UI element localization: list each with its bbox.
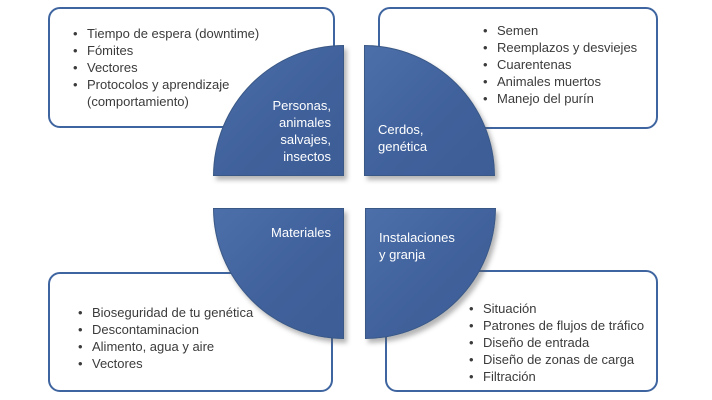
list-item: • Tiempo de espera (downtime) — [73, 25, 298, 42]
bullet-icon: • — [73, 60, 78, 75]
bullet-icon: • — [469, 301, 474, 316]
list-item: • Vectores — [73, 59, 298, 76]
quadrant-label-materiales: Materiales — [271, 225, 331, 240]
list-item-text: Vectores — [87, 60, 138, 75]
bullet-icon: • — [469, 369, 474, 384]
quadrant-label-cerdos-genetica: Cerdos, genética — [378, 122, 428, 154]
quadrant-label-personas: Personas, animales salvajes, insectos — [272, 98, 331, 164]
bullet-icon: • — [483, 57, 488, 72]
quadrant-label-instalaciones: Instalaciones y granja — [379, 230, 455, 262]
list-item-text: Protocolos y aprendizaje (comportamiento… — [87, 77, 230, 109]
list-item: • Filtración — [469, 368, 655, 385]
bullet-icon: • — [78, 322, 83, 337]
pie-quadrant-personas: Personas, animales salvajes, insectos — [213, 45, 344, 176]
list-item: • Fómites — [73, 42, 298, 59]
bullet-icon: • — [78, 339, 83, 354]
bullet-list-bottom-right: • Situación • Patrones de flujos de tráfico… — [469, 300, 655, 385]
list-item: • Cuarentenas — [483, 56, 651, 73]
list-item: • Diseño de entrada — [469, 334, 655, 351]
list-item-text: Alimento, agua y aire — [92, 339, 215, 354]
bullet-list-top-right: • Semen • Reemplazos y desviejes • Cuarentena… — [483, 22, 651, 107]
list-item: • Animales muertos — [483, 73, 651, 90]
list-item: • Descontaminacion — [78, 321, 326, 338]
list-item-text: Animales muertos — [497, 74, 602, 89]
list-item-text: Manejo del purín — [497, 91, 594, 106]
list-item-text: Cuarentenas — [497, 57, 572, 72]
list-item-text: Descontaminacion — [92, 322, 199, 337]
list-item-text: Tiempo de espera (downtime) — [87, 26, 260, 41]
bullet-icon: • — [73, 77, 78, 92]
list-item-text: Bioseguridad de tu genética — [92, 305, 254, 320]
list-item: • Protocolos y aprendizaje (comportamient… — [73, 76, 298, 110]
list-item-text: Fómites — [87, 43, 134, 58]
bullet-icon: • — [483, 23, 488, 38]
bullet-icon: • — [469, 335, 474, 350]
list-item: • Diseño de zonas de carga — [469, 351, 655, 368]
bullet-icon: • — [73, 26, 78, 41]
list-item: • Situación — [469, 300, 655, 317]
bullet-icon: • — [73, 43, 78, 58]
list-item: • Vectores — [78, 355, 326, 372]
list-item-text: Diseño de zonas de carga — [483, 352, 635, 367]
bullet-icon: • — [78, 356, 83, 371]
list-item: • Bioseguridad de tu genética — [78, 304, 326, 321]
list-item-text: Patrones de flujos de tráfico — [483, 318, 645, 333]
bullet-icon: • — [469, 352, 474, 367]
list-item-text: Reemplazos y desviejes — [497, 40, 638, 55]
list-item-text: Situación — [483, 301, 537, 316]
bullet-list-bottom-left: • Bioseguridad de tu genética • Descontamin… — [78, 304, 326, 372]
bullet-icon: • — [483, 74, 488, 89]
bullet-icon: • — [483, 40, 488, 55]
bullet-icon: • — [78, 305, 83, 320]
bullet-icon: • — [469, 318, 474, 333]
list-item: • Manejo del purín — [483, 90, 651, 107]
list-item: • Semen — [483, 22, 651, 39]
list-item-text: Filtración — [483, 369, 536, 384]
bullet-icon: • — [483, 91, 488, 106]
list-item-text: Semen — [497, 23, 539, 38]
list-item: • Alimento, agua y aire — [78, 338, 326, 355]
list-item: • Patrones de flujos de tráfico — [469, 317, 655, 334]
list-item-text: Vectores — [92, 356, 143, 371]
list-item: • Reemplazos y desviejes — [483, 39, 651, 56]
bullet-list-top-left: • Tiempo de espera (downtime) • Fómites • Vec… — [73, 25, 298, 110]
list-item-text: Diseño de entrada — [483, 335, 590, 350]
